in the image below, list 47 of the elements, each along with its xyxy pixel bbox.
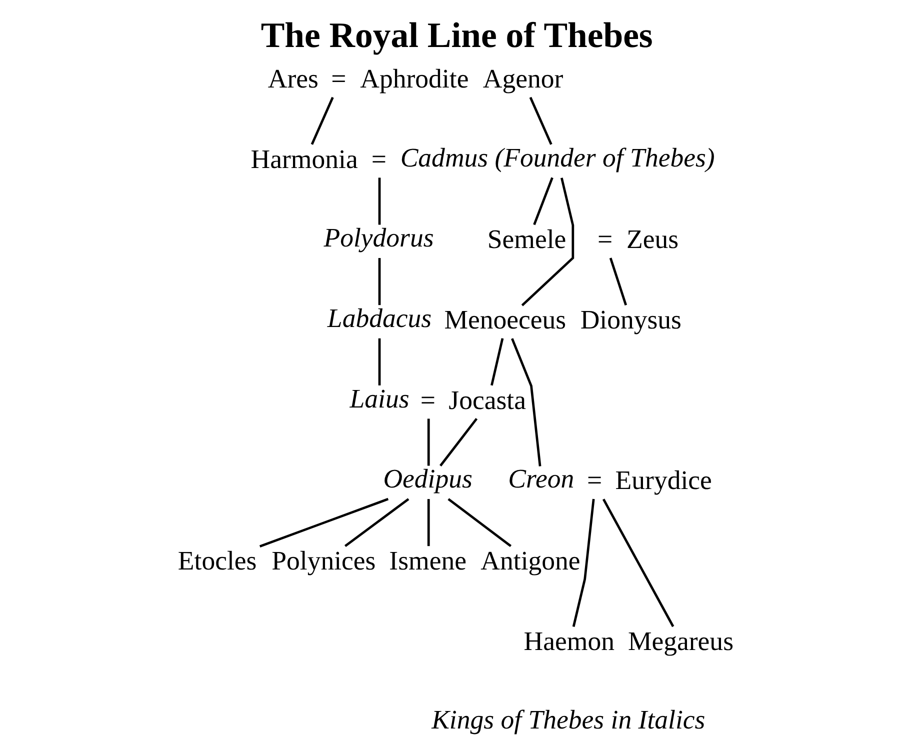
node-text: Polynices [272,546,376,576]
connector [344,498,410,548]
connector [572,498,595,627]
connector [440,418,478,466]
diagram-title: The Royal Line of Thebes [260,15,653,56]
node-text: = [331,63,346,94]
node-text: Harmonia [250,144,358,174]
node-text: Labdacus [327,303,432,334]
connector [259,498,389,548]
node-text: Etocles [178,546,257,576]
node-text: Laius [350,383,410,414]
node-text: = [420,384,436,415]
node-text: Semele [487,224,566,254]
node-text: Jocasta [448,384,526,415]
node-text: Ares [268,63,318,94]
connector [533,177,554,226]
connector [602,498,674,628]
connector [427,499,430,546]
connector [521,178,574,306]
connector [310,96,334,145]
node-text: Megareus [628,626,734,656]
connector [609,258,628,306]
connector [529,96,552,145]
node-text: Dionysus [580,304,682,334]
connector [378,338,381,386]
connector [378,178,381,225]
node-text: Antigone [480,546,580,576]
connector [448,498,512,548]
connector [378,258,381,306]
node-text: Cadmus (Founder of Thebes) [400,142,715,172]
node-text: Agenor [482,63,564,94]
label: Kings of Thebes in Italics [432,704,706,735]
node-text: Menoeceus [444,304,566,334]
node-text: Oedipus [383,464,472,494]
node-text: = [371,144,386,174]
connector [490,338,504,386]
node-text: Zeus [626,224,678,254]
node-text: Eurydice [615,465,712,496]
node-text: Ismene [389,546,466,576]
connector [427,418,430,466]
node-text: Haemon [524,626,615,656]
connector [511,338,542,466]
node-text: = [597,224,613,254]
node-text: = [587,465,602,496]
node-text: Polydorus [324,222,434,253]
node-text: Creon [508,464,574,494]
node-text: Aphrodite [360,63,469,94]
